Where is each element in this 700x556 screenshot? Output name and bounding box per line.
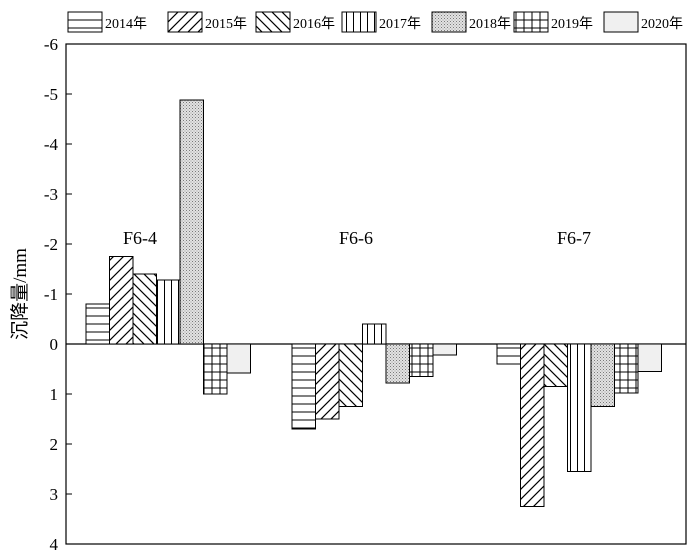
y-tick-label: 4 <box>50 535 59 554</box>
bar-2018年-F6-6 <box>385 343 410 384</box>
legend-swatch <box>431 11 467 33</box>
bar-2014年-F6-7 <box>496 343 521 365</box>
legend-swatch <box>513 11 549 33</box>
bar-2020年-F6-7 <box>637 343 662 372</box>
bar-2019年-F6-6 <box>409 343 434 377</box>
legend-label: 2015年 <box>205 16 247 32</box>
bar-2016年-F6-4 <box>132 273 157 345</box>
y-tick-label: 3 <box>50 485 59 504</box>
y-tick-label: -2 <box>44 235 58 254</box>
bar-2018年-F6-7 <box>590 343 615 407</box>
bar-2019年-F6-7 <box>614 343 639 394</box>
y-tick-label: -5 <box>44 85 58 104</box>
bar-2016年-F6-6 <box>338 343 363 407</box>
y-tick-label: -1 <box>44 285 58 304</box>
bar-2020年-F6-6 <box>432 343 457 356</box>
y-tick-label: -6 <box>44 35 58 54</box>
legend: 2014年 2015年 2016年 2017年 2018年 2019年 2020年 <box>67 11 683 33</box>
bar-2017年-F6-4 <box>156 279 181 345</box>
y-tick-label: 0 <box>50 335 59 354</box>
bars <box>85 99 662 507</box>
bar-2015年-F6-6 <box>315 343 340 420</box>
bar-2020年-F6-4 <box>226 343 251 374</box>
category-label: F6-7 <box>557 228 591 248</box>
category-label: F6-6 <box>339 228 373 248</box>
legend-label: 2019年 <box>551 16 593 32</box>
legend-label: 2020年 <box>641 16 683 32</box>
y-axis-label: 沉降量/mm <box>9 248 31 340</box>
bar-2019年-F6-4 <box>203 343 228 395</box>
category-labels: F6-4 F6-6 F6-7 <box>123 228 591 248</box>
y-tick-label: -4 <box>44 135 59 154</box>
bar-2014年-F6-4 <box>85 303 110 345</box>
bar-2014年-F6-6 <box>291 343 316 430</box>
legend-label: 2017年 <box>379 16 421 32</box>
bar-2017年-F6-6 <box>362 323 387 345</box>
bar-2018年-F6-4 <box>179 99 204 345</box>
y-tick-label: 1 <box>50 385 59 404</box>
legend-swatch <box>341 11 377 33</box>
legend-label: 2014年 <box>105 16 147 32</box>
legend-swatch <box>67 11 103 33</box>
bar-2015年-F6-7 <box>520 343 545 507</box>
bar-2016年-F6-7 <box>543 343 568 387</box>
legend-label: 2016年 <box>293 16 335 32</box>
legend-swatch <box>603 11 639 33</box>
y-tick-label: -3 <box>44 185 58 204</box>
legend-swatch <box>167 11 203 33</box>
legend-label: 2018年 <box>469 16 511 32</box>
bar-2015年-F6-4 <box>109 256 134 345</box>
legend-swatch <box>255 11 291 33</box>
bar-2017年-F6-7 <box>567 343 592 472</box>
category-label: F6-4 <box>123 228 157 248</box>
y-tick-label: 2 <box>50 435 59 454</box>
